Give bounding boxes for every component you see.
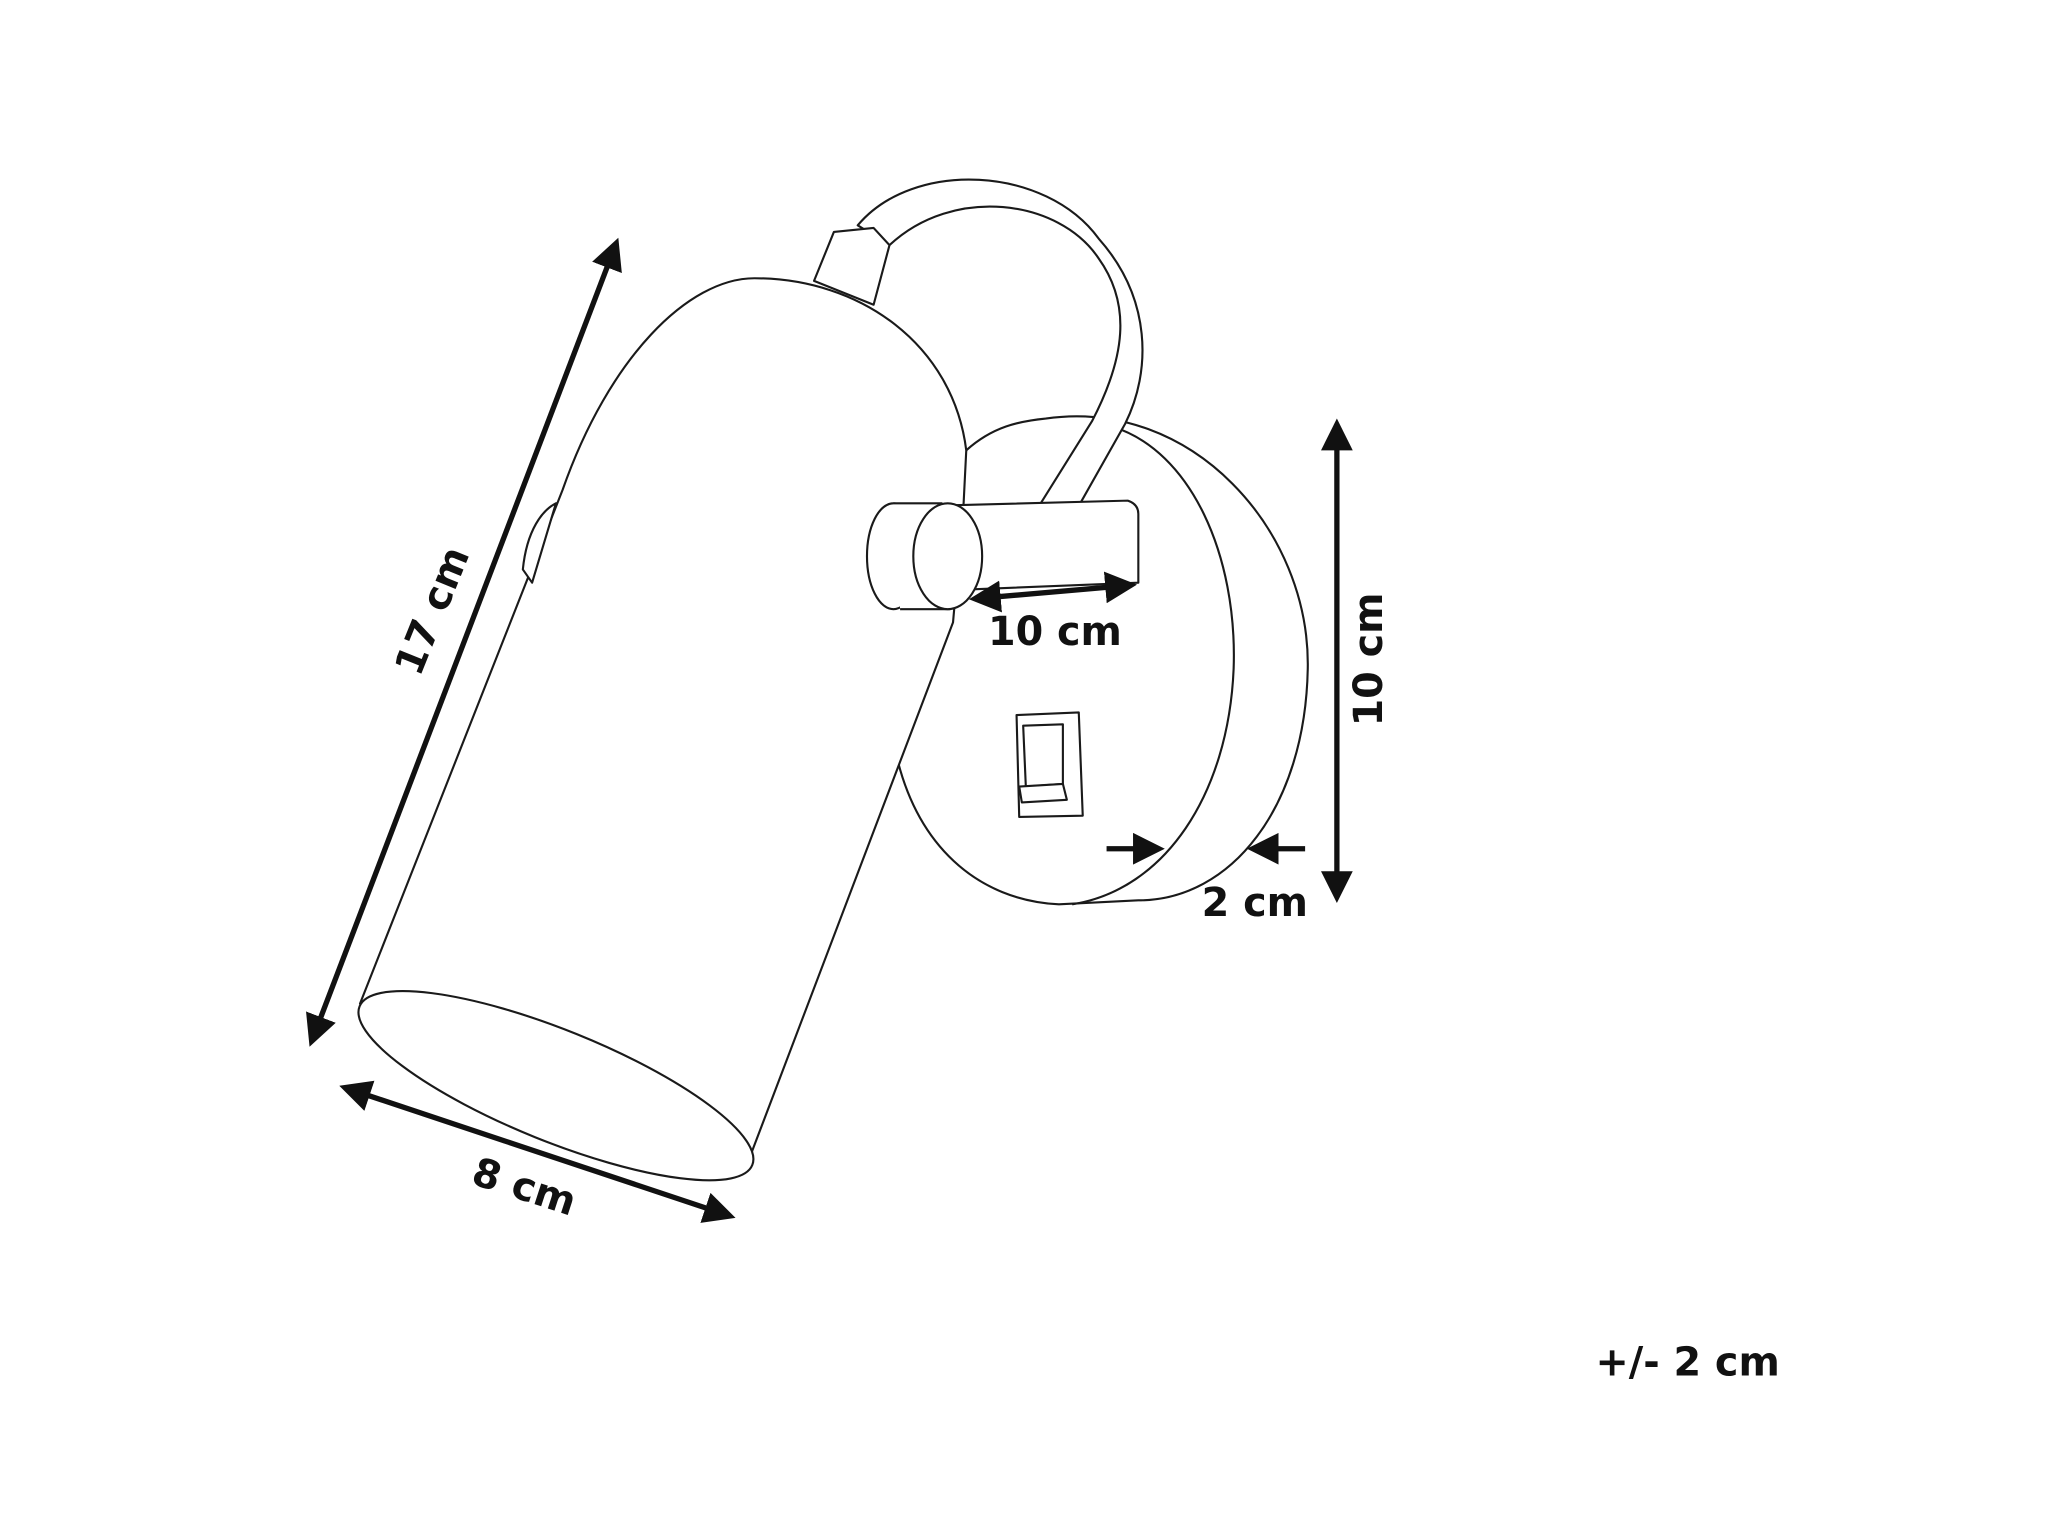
dim-line-shade-diameter (339, 1080, 736, 1223)
label-shade-length: 17 cm (386, 540, 479, 681)
label-arm-length: 10 cm (988, 609, 1122, 655)
label-base-diameter: 10 cm (1346, 592, 1392, 726)
dim-line-shade-length (306, 237, 622, 1047)
tolerance-note: +/- 2 cm (1595, 1340, 1779, 1386)
rocker-switch (1015, 711, 1084, 819)
dim-line-arm-length (968, 571, 1137, 613)
arm-joint (865, 499, 1140, 611)
label-base-depth: 2 cm (1202, 880, 1308, 926)
